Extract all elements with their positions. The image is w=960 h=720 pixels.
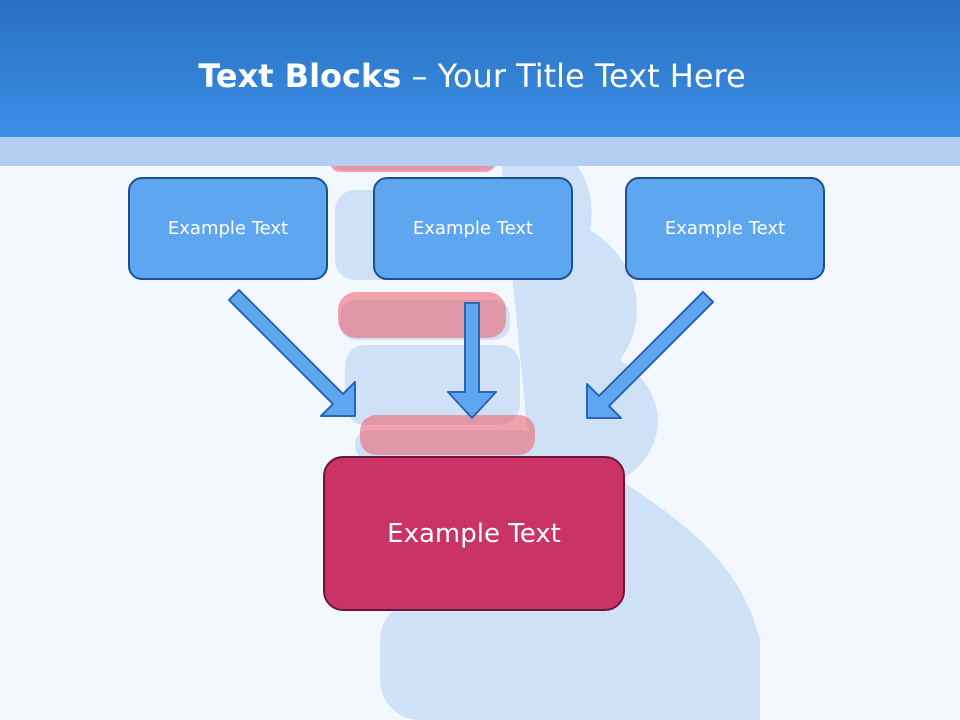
arrow-left xyxy=(228,289,356,417)
header-bar xyxy=(0,0,960,137)
title-rest-part: Your Title Text Here xyxy=(437,57,746,95)
text-block-center[interactable]: Example Text xyxy=(373,177,573,280)
text-block-left[interactable]: Example Text xyxy=(128,177,328,280)
text-block-right[interactable]: Example Text xyxy=(625,177,825,280)
main-text-block-label: Example Text xyxy=(387,518,561,549)
arrow-center xyxy=(447,302,497,419)
main-text-block[interactable]: Example Text xyxy=(323,456,625,611)
header-strip xyxy=(0,137,960,166)
arrow-right xyxy=(586,291,714,419)
text-block-center-label: Example Text xyxy=(412,218,534,239)
title-bold-part: Text Blocks xyxy=(198,57,402,95)
slide-title: Text Blocks – Your Title Text Here xyxy=(0,56,944,96)
title-separator: – xyxy=(401,57,438,95)
text-block-right-label: Example Text xyxy=(664,218,786,239)
text-block-left-label: Example Text xyxy=(167,218,289,239)
